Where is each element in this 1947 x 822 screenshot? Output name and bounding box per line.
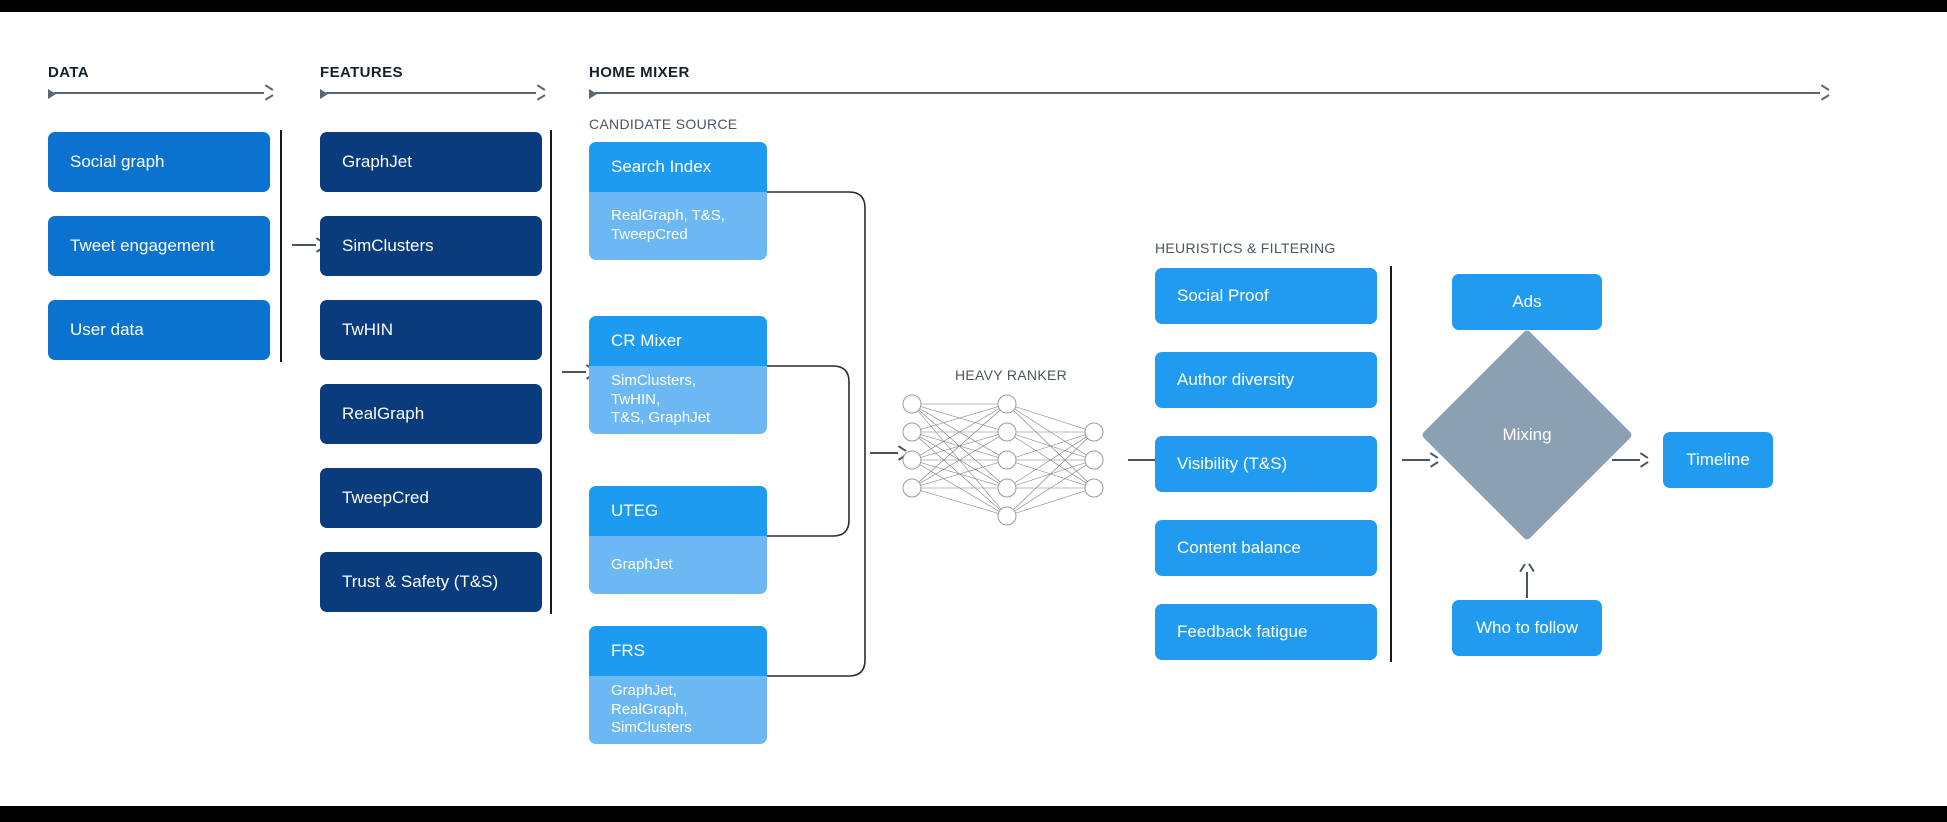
feature-box-label: SimClusters xyxy=(342,236,434,255)
candidate-source-features: SimClusters, TwHIN, T&S, GraphJet xyxy=(589,366,767,434)
candidate-source-card-uteg[interactable]: UTEG GraphJet xyxy=(589,486,767,594)
feature-box-label: GraphJet xyxy=(342,152,412,171)
output-box-label: Who to follow xyxy=(1475,618,1579,637)
heavy-ranker-network xyxy=(902,394,1104,526)
feature-box-label: TweepCred xyxy=(342,488,429,507)
section-title-features: FEATURES xyxy=(320,64,403,81)
arrow-features-to-mixer xyxy=(562,367,594,377)
feature-box-trust-safety[interactable]: Trust & Safety (T&S) xyxy=(320,552,542,612)
candidate-source-card-search-index[interactable]: Search Index RealGraph, T&S, TweepCred xyxy=(589,142,767,260)
data-box-label: Tweet engagement xyxy=(70,236,215,255)
candidate-source-features: GraphJet, RealGraph, SimClusters xyxy=(589,676,767,744)
subsection-title-heuristics: HEURISTICS & FILTERING xyxy=(1155,240,1336,256)
candidate-source-card-cr-mixer[interactable]: CR Mixer SimClusters, TwHIN, T&S, GraphJ… xyxy=(589,316,767,434)
data-box-label: Social graph xyxy=(70,152,165,171)
letterbox-bottom xyxy=(0,806,1947,822)
arrow-ranker-to-heuristics xyxy=(1128,455,1164,465)
diagram-canvas: DATA Social graph Tweet engagement User … xyxy=(0,12,1947,806)
candidate-source-title: FRS xyxy=(589,626,767,676)
arrow-data-to-features xyxy=(292,240,324,250)
feature-box-tweepcred[interactable]: TweepCred xyxy=(320,468,542,528)
candidate-source-title: CR Mixer xyxy=(589,316,767,366)
arrow-mixing-to-timeline xyxy=(1612,455,1648,465)
candidate-source-title: UTEG xyxy=(589,486,767,536)
candidate-source-card-frs[interactable]: FRS GraphJet, RealGraph, SimClusters xyxy=(589,626,767,744)
arrow-sources-to-ranker xyxy=(870,448,906,458)
heuristic-box-label: Content balance xyxy=(1177,538,1301,557)
candidate-source-connectors xyxy=(767,191,866,677)
candidate-source-title: Search Index xyxy=(589,142,767,192)
heuristic-box-feedback-fatigue[interactable]: Feedback fatigue xyxy=(1155,604,1377,660)
divider-data-features xyxy=(280,130,282,362)
feature-box-realgraph[interactable]: RealGraph xyxy=(320,384,542,444)
subsection-title-heavy-ranker: HEAVY RANKER xyxy=(955,367,1068,383)
candidate-source-features: RealGraph, T&S, TweepCred xyxy=(589,192,767,260)
heuristic-box-label: Feedback fatigue xyxy=(1177,622,1308,641)
axis-features xyxy=(320,88,545,99)
candidate-source-features: GraphJet xyxy=(589,536,767,594)
heuristic-box-author-diversity[interactable]: Author diversity xyxy=(1155,352,1377,408)
feature-box-label: TwHIN xyxy=(342,320,393,339)
heuristic-box-label: Visibility (T&S) xyxy=(1177,454,1288,473)
axis-home-mixer xyxy=(589,88,1829,99)
mixing-diamond[interactable]: Mixing xyxy=(1420,328,1634,542)
heuristic-box-label: Social Proof xyxy=(1177,286,1269,305)
divider-heuristics-output xyxy=(1390,266,1392,662)
data-box-social-graph[interactable]: Social graph xyxy=(48,132,270,192)
feature-box-label: Trust & Safety (T&S) xyxy=(342,572,499,591)
feature-box-graphjet[interactable]: GraphJet xyxy=(320,132,542,192)
output-box-ads[interactable]: Ads xyxy=(1452,274,1602,330)
heuristic-box-visibility[interactable]: Visibility (T&S) xyxy=(1155,436,1377,492)
feature-box-simclusters[interactable]: SimClusters xyxy=(320,216,542,276)
mixing-label: Mixing xyxy=(1502,425,1552,444)
output-box-who-to-follow[interactable]: Who to follow xyxy=(1452,600,1602,656)
letterbox-top xyxy=(0,0,1947,12)
data-box-tweet-engagement[interactable]: Tweet engagement xyxy=(48,216,270,276)
arrow-heuristics-to-mixing xyxy=(1402,455,1438,465)
output-box-timeline[interactable]: Timeline xyxy=(1663,432,1773,488)
divider-features-mixer xyxy=(550,130,552,614)
axis-data xyxy=(48,88,273,99)
section-title-data: DATA xyxy=(48,64,90,81)
output-box-label: Ads xyxy=(1512,292,1542,311)
output-box-label: Timeline xyxy=(1686,450,1750,469)
data-box-user-data[interactable]: User data xyxy=(48,300,270,360)
feature-box-label: RealGraph xyxy=(342,404,425,423)
subsection-title-candidate-source: CANDIDATE SOURCE xyxy=(589,116,738,132)
heuristic-box-content-balance[interactable]: Content balance xyxy=(1155,520,1377,576)
heuristic-box-social-proof[interactable]: Social Proof xyxy=(1155,268,1377,324)
arrow-who-to-follow-to-mixing xyxy=(1522,564,1532,598)
data-box-label: User data xyxy=(70,320,144,339)
section-title-home-mixer: HOME MIXER xyxy=(589,64,690,81)
heuristic-box-label: Author diversity xyxy=(1177,370,1295,389)
feature-box-twhin[interactable]: TwHIN xyxy=(320,300,542,360)
